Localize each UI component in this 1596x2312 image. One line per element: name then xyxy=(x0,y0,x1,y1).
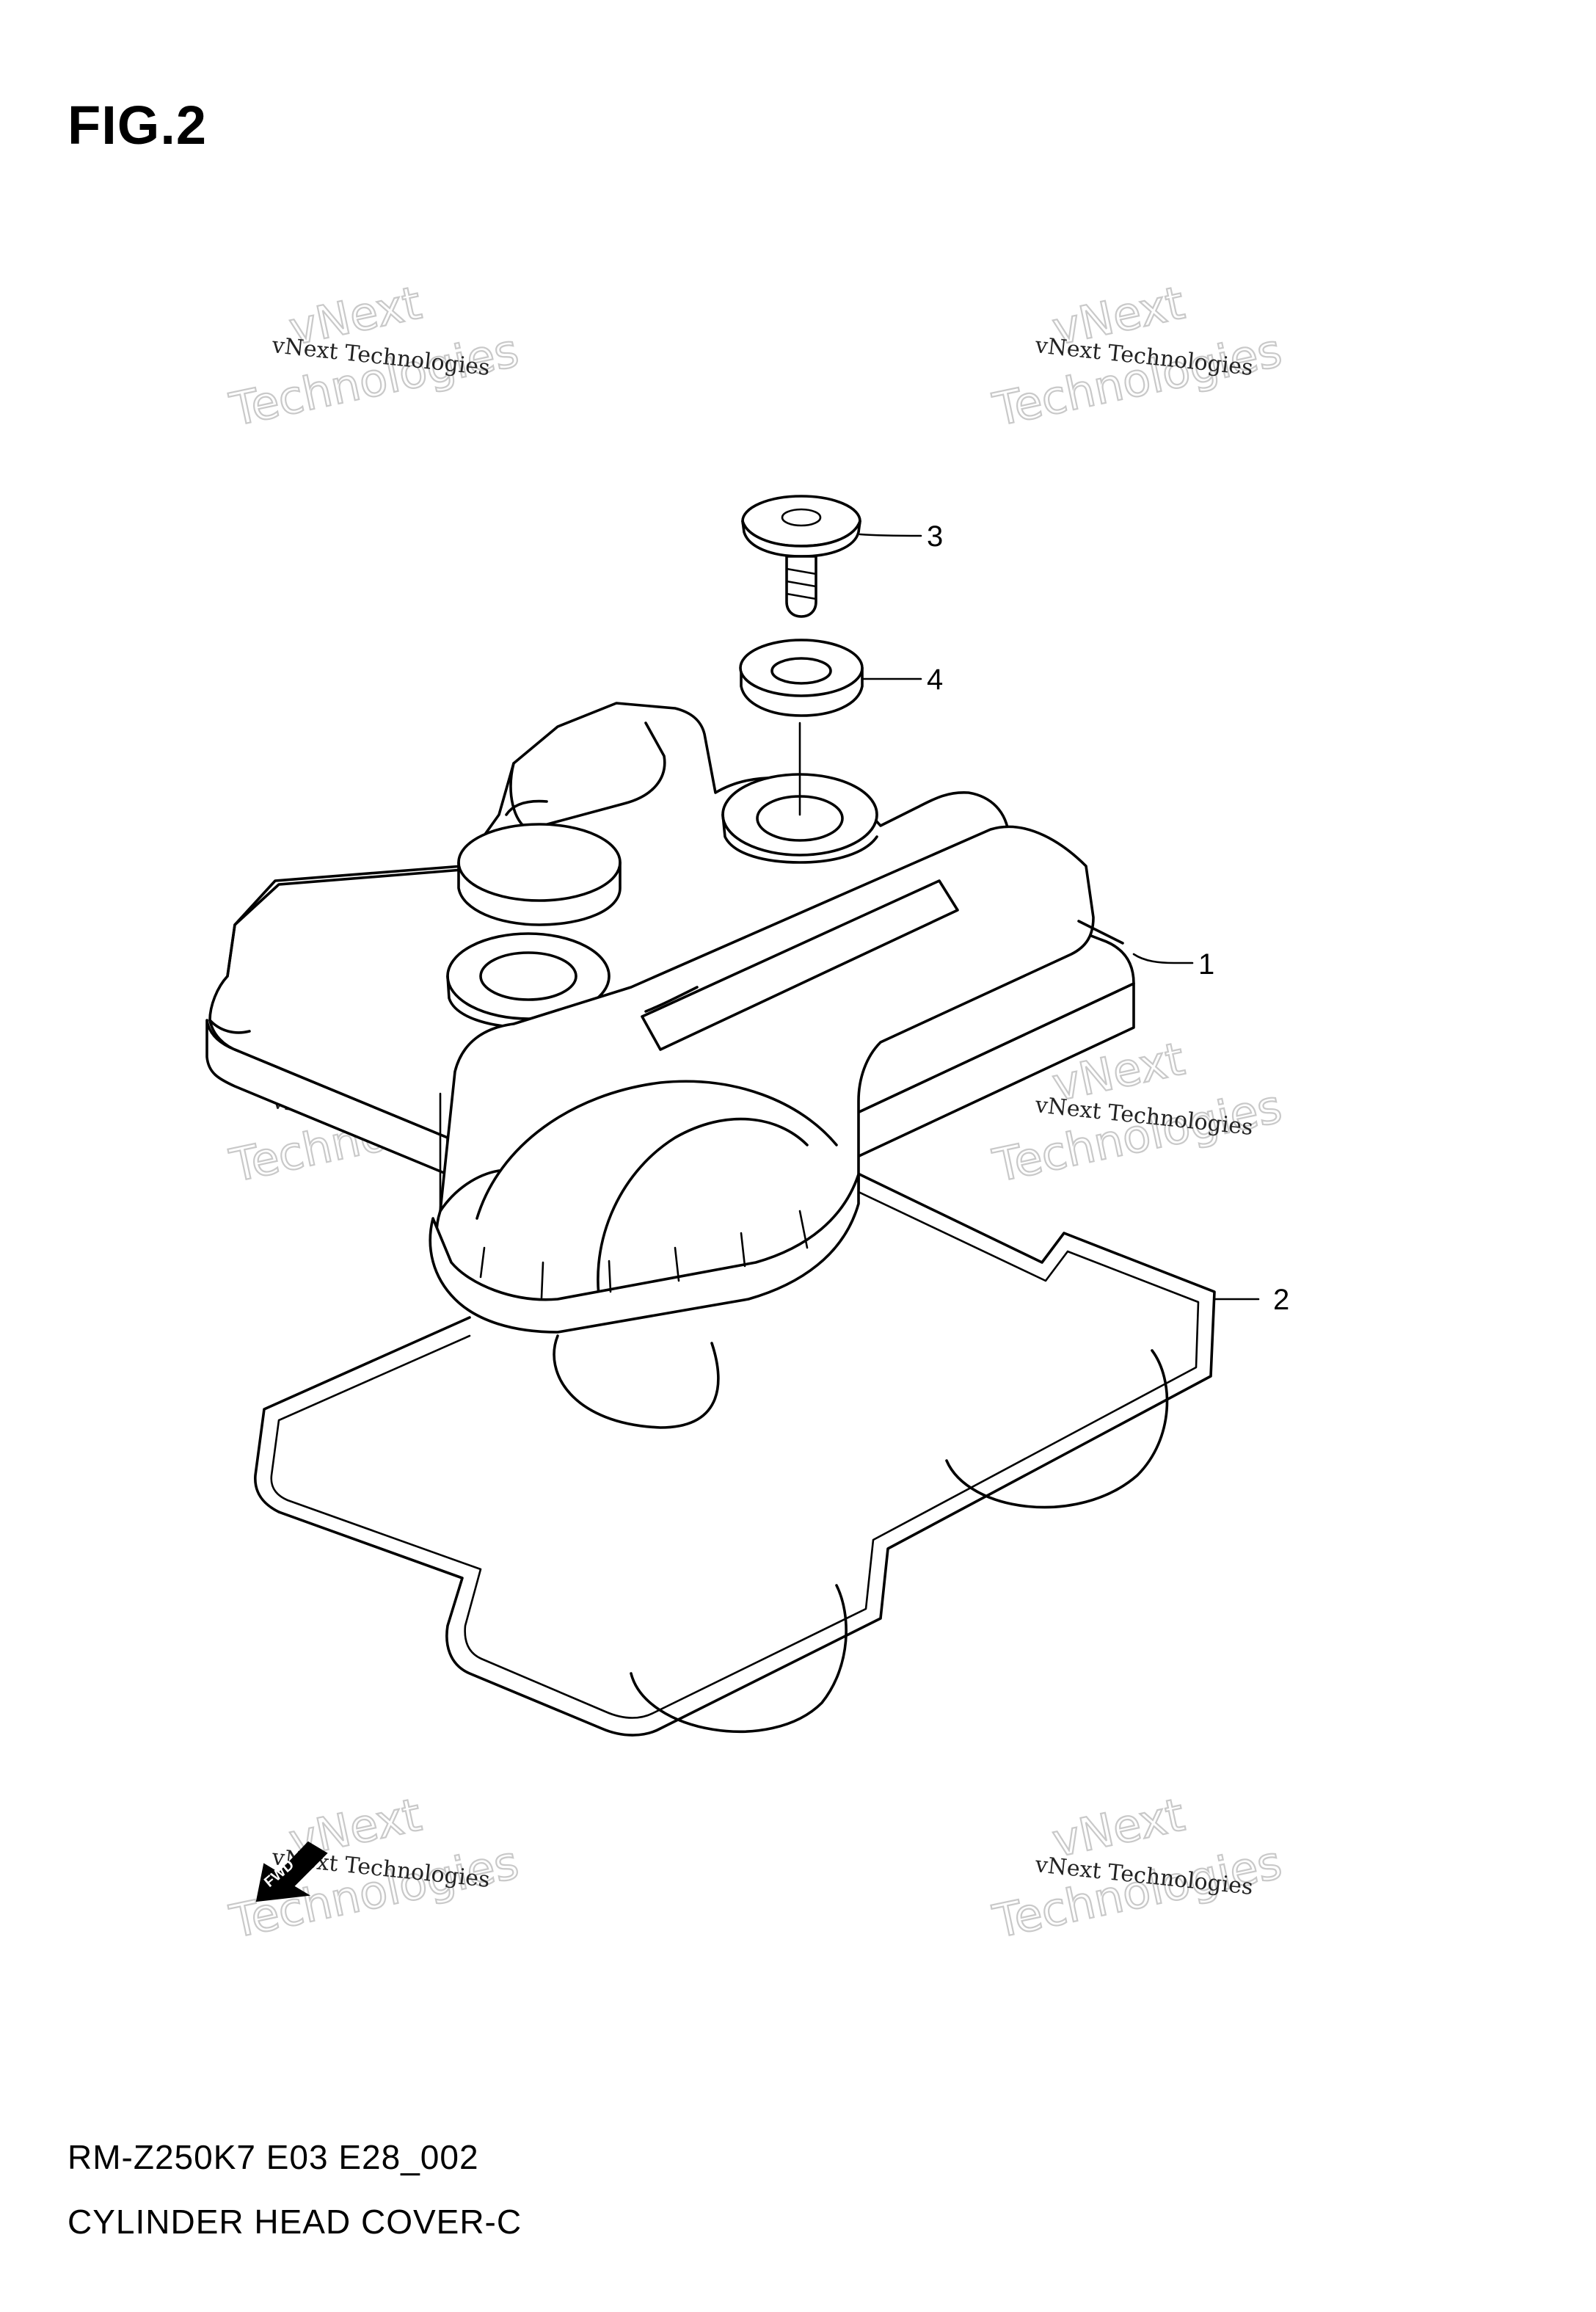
figure-title: FIG.2 xyxy=(68,95,208,156)
callout-3: 3 xyxy=(859,520,943,553)
model-code: RM-Z250K7 E03 E28_002 xyxy=(68,2138,479,2176)
callout-number-2: 2 xyxy=(1273,1284,1289,1316)
watermark-big-2: Technologies xyxy=(225,323,523,436)
watermark-big-2: Technologies xyxy=(988,323,1286,436)
callout-number-3: 3 xyxy=(927,520,943,553)
callout-number-4: 4 xyxy=(927,664,943,696)
part-4-washer xyxy=(739,639,864,717)
part-2-gasket xyxy=(254,1158,1216,1737)
callout-2: 2 xyxy=(1213,1284,1289,1316)
watermark-top-right: vNext Technologies vNext Technologies xyxy=(988,275,1287,437)
watermark-top-left: vNext Technologies vNext Technologies xyxy=(225,275,524,437)
watermark-bottom-right: vNext Technologies vNext Technologies xyxy=(988,1787,1287,1949)
diagram-name: CYLINDER HEAD COVER-C xyxy=(68,2203,522,2241)
part-1-cylinder-head-cover xyxy=(205,702,1135,1334)
callout-1: 1 xyxy=(1132,948,1214,981)
part-3-bolt xyxy=(741,495,861,618)
callout-number-1: 1 xyxy=(1198,948,1214,981)
callout-4: 4 xyxy=(861,664,943,696)
